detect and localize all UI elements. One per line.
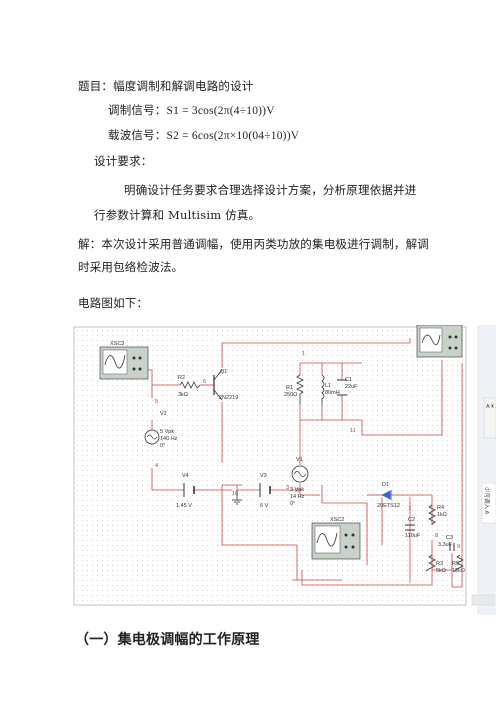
carrier-prefix: 载波信号： [108, 128, 167, 142]
diode-d1[interactable]: D1 20ETS12 [367, 482, 402, 509]
source-v2[interactable]: V2 5 Vpk 140 Hz 0° [144, 411, 178, 449]
resistor-r2[interactable]: R2 3kΩ [178, 375, 201, 398]
d1-value: 20ETS12 [377, 503, 400, 509]
oscilloscope-xsc3[interactable]: XSC3 [99, 341, 149, 380]
v2-freq: 140 Hz [160, 436, 178, 442]
source-v1[interactable]: V1 3 Vpk 14 Hz 0° [290, 457, 309, 507]
r4-value: 1kΩ [437, 512, 447, 518]
solution-line-1: 解：本次设计采用普通调幅，使用丙类功放的集电极进行调制，解调 [78, 237, 429, 251]
modulating-formula: S1 = 3cos(2π(4÷10))V [166, 105, 275, 117]
v1-phase: 0° [290, 501, 295, 507]
r3-value: 5kΩ [436, 568, 446, 574]
diagram-intro: 电路图如下： [78, 296, 149, 310]
r5-name: R5 [452, 561, 459, 567]
v2-vpk: 5 Vpk [160, 429, 174, 435]
node-8: 8 [435, 533, 438, 539]
r3-name: R3 [436, 561, 443, 567]
circuit-diagram: A ☀ 少可调入 A [72, 325, 496, 615]
node-7: 7 [408, 506, 411, 512]
c2-value: 110uF [405, 533, 421, 539]
oscilloscope-xsc2[interactable]: XSC2 [311, 517, 361, 560]
transistor-q1[interactable]: Q1 2N2219 [213, 369, 238, 401]
oscilloscope-top-right[interactable] [416, 325, 463, 358]
capacitor-c1[interactable]: C1 22uF [337, 377, 358, 396]
carrier-formula: S2 = 6cos(2π×10(04÷10))V [166, 130, 300, 142]
ground-symbol [232, 490, 242, 505]
requirements-line-1: 明确设计任务要求合理选择设计方案，分析原理依据并进 [124, 183, 417, 197]
l1-value: 80mH [325, 390, 340, 396]
resistor-r5[interactable]: R5 12kΩ [452, 554, 465, 574]
l1-name: L1 [325, 383, 331, 389]
c1-value: 22uF [345, 384, 358, 390]
side-icon-a: A [486, 404, 490, 410]
side-text: 少可调入 A [483, 487, 491, 515]
battery-v3[interactable]: V3 6 V [259, 473, 271, 509]
side-icon-sun: ☀ [490, 403, 495, 410]
r4-name: R4 [437, 505, 444, 511]
capacitor-c2[interactable]: C2 110uF [405, 517, 421, 539]
battery-v4[interactable]: V4 1.45 V [176, 473, 195, 509]
v2-name: V2 [160, 411, 167, 417]
q1-value: 2N2219 [219, 395, 238, 401]
resistor-r1[interactable]: R1 250Ω [284, 374, 304, 405]
r2-name: R2 [178, 375, 185, 381]
node-5: 5 [155, 399, 158, 405]
node-4: 4 [155, 463, 158, 469]
node-2: 2 [295, 488, 298, 494]
section-heading: （一）集电极调幅的工作原理 [75, 632, 260, 648]
node-10: 10 [232, 491, 238, 497]
requirements-line-2: 行参数计算和 Multisim 仿真。 [94, 208, 261, 222]
v4-name: V4 [182, 473, 189, 479]
title-line: 题目：幅度调制和解调电路的设计 [78, 79, 254, 93]
inductor-l1[interactable]: L1 80mH [321, 374, 340, 405]
modulating-signal-line: 调制信号：S1 = 3cos(2π(4÷10))V [108, 102, 275, 118]
c3-value: 3.3uF [438, 542, 453, 548]
wires [122, 338, 463, 588]
q1-name: Q1 [220, 369, 227, 375]
v1-name: V1 [296, 457, 303, 463]
xsc2-label: XSC2 [330, 517, 344, 523]
v4-value: 1.45 V [176, 503, 192, 509]
r2-value: 3kΩ [178, 392, 188, 398]
c3-name: C3 [446, 535, 453, 541]
resistor-r4[interactable]: R4 1kΩ [428, 504, 447, 525]
r1-value: 250Ω [284, 392, 297, 398]
node-11: 11 [350, 428, 356, 434]
node-3: 3 [286, 485, 289, 491]
c2-name: C2 [408, 517, 415, 523]
c1-name: C1 [345, 377, 352, 383]
v2-phase: 0° [160, 443, 165, 449]
v1-freq: 14 Hz [290, 494, 305, 500]
modulating-prefix: 调制信号： [108, 103, 167, 117]
v1-vpk: 3 Vpk [290, 487, 304, 493]
r1-name: R1 [286, 385, 293, 391]
node-1: 1 [302, 351, 305, 357]
node-9: 9 [457, 544, 460, 550]
solution-line-2: 时采用包络检波法。 [78, 260, 184, 274]
d1-name: D1 [382, 482, 389, 488]
requirements-label: 设计要求： [94, 154, 153, 168]
capacitor-c3[interactable]: C3 3.3uF [438, 535, 455, 551]
carrier-signal-line: 载波信号：S2 = 6cos(2π×10(04÷10))V [108, 127, 299, 143]
xsc3-label: XSC3 [110, 341, 124, 347]
v3-name: V3 [260, 473, 267, 479]
node-6: 6 [203, 379, 206, 385]
v3-value: 6 V [260, 503, 269, 509]
r5-value: 12kΩ [452, 568, 465, 574]
resistor-r3[interactable]: R3 5kΩ [425, 554, 446, 574]
